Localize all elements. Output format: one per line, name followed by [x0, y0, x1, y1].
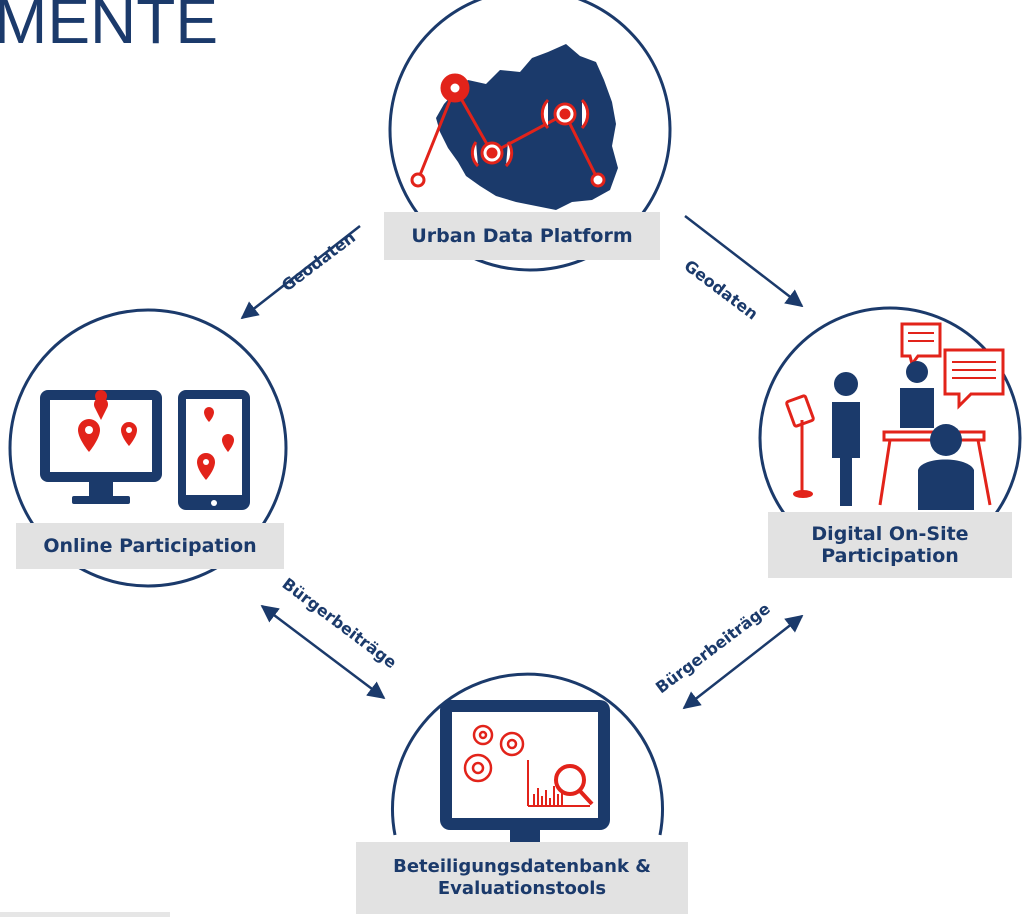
city-map-icon: [436, 44, 618, 210]
arrow-online-db: [260, 604, 386, 700]
db-label-line2: Evaluationstools: [437, 878, 607, 899]
urban-circle: [388, 0, 672, 272]
arrow-urban-to-onsite: [684, 215, 804, 308]
urban-data-platform-node: [388, 0, 672, 272]
map-pin-icon: [78, 390, 234, 480]
footer-bar: [0, 912, 170, 917]
onsite-label-line1: Digital On-Site: [811, 523, 969, 545]
online-circle: [8, 308, 288, 588]
magnifier-icon: [554, 764, 594, 806]
online-label-text: Online Participation: [43, 535, 257, 557]
presenter-icon: [900, 361, 934, 428]
tablet-icon: [178, 390, 250, 510]
onsite-participation-label: Digital On-Site Participation: [768, 512, 1012, 578]
online-participation-node: [8, 308, 288, 588]
onsite-label-line2: Participation: [821, 545, 959, 567]
db-label-line1: Beteiligungsdatenbank &: [393, 856, 651, 877]
gears-icon: [463, 724, 525, 783]
page-title: MENTE: [0, 0, 218, 57]
onsite-participation-node: [758, 306, 1022, 570]
bar-chart-icon: [527, 760, 590, 807]
urban-label-text: Urban Data Platform: [411, 225, 633, 247]
online-participation-label: Online Participation: [16, 523, 284, 569]
seated-person-icon: [918, 424, 974, 510]
database-evaluation-node: [391, 672, 664, 842]
person-icon: [832, 372, 860, 506]
arrow-urban-to-online: [240, 225, 361, 320]
arrow-db-onsite: [682, 614, 804, 710]
db-circle: [391, 672, 664, 836]
network-nodes-icon: [410, 73, 606, 188]
kiosk-icon: [785, 394, 815, 492]
urban-data-platform-label: Urban Data Platform: [384, 212, 660, 260]
database-evaluation-label: Beteiligungsdatenbank & Evaluationstools: [356, 842, 688, 914]
